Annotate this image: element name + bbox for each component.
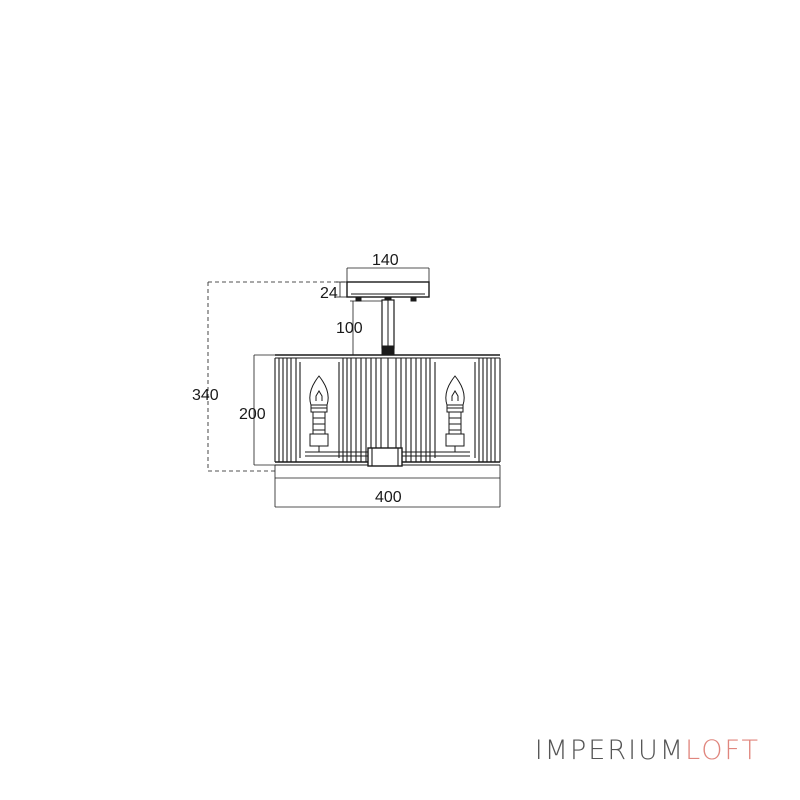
dim-rod-length: 100 <box>336 320 363 337</box>
shade-frame <box>274 354 501 467</box>
ceiling-canopy <box>346 281 430 302</box>
dim-shade-width: 400 <box>375 489 402 506</box>
candle-bulb-left-icon <box>309 375 329 452</box>
brand-logo: IMPERIUMLOFT <box>535 735 760 766</box>
dim-canopy-height: 24 <box>320 285 338 302</box>
dimension-lines <box>207 267 501 508</box>
brand-logo-part2: LOFT <box>685 735 760 766</box>
dim-canopy-width: 140 <box>372 252 399 269</box>
suspension-rod <box>381 299 395 356</box>
dim-shade-height: 200 <box>239 406 266 423</box>
candle-bulb-right-icon <box>445 375 465 452</box>
brand-logo-part1: IMPERIUM <box>534 735 686 766</box>
dim-total-height: 340 <box>192 387 219 404</box>
